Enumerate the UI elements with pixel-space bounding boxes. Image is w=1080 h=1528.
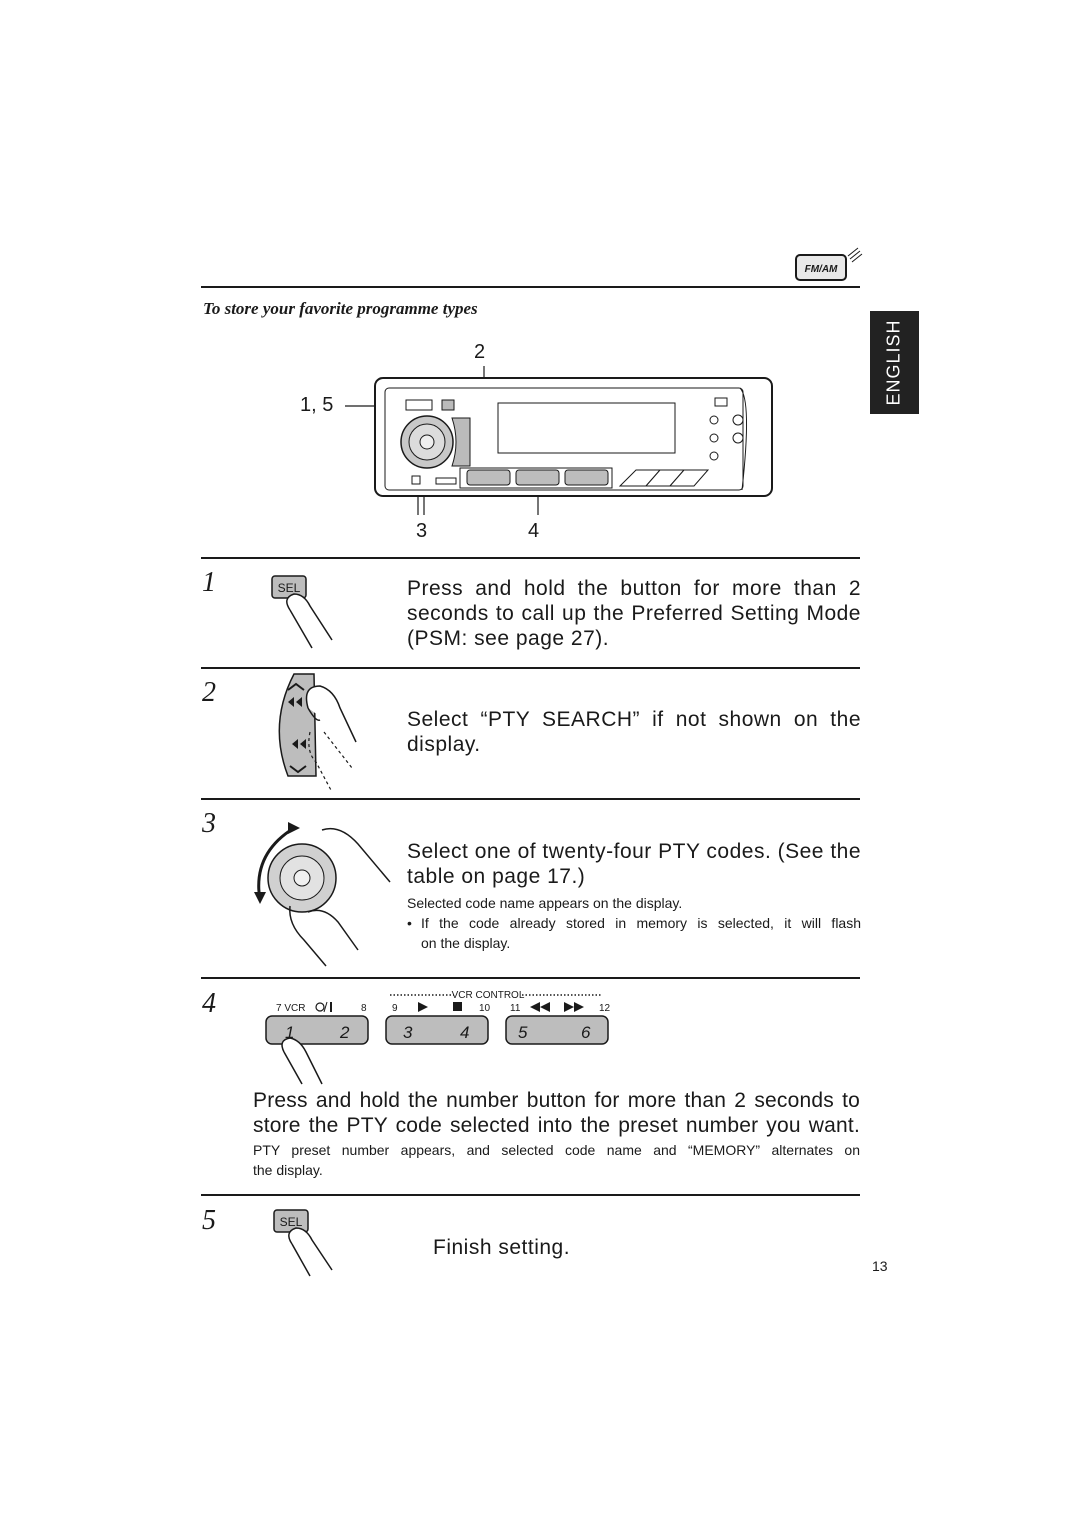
button-number-11: 11 bbox=[510, 1003, 521, 1014]
step-5-text: Finish setting. bbox=[433, 1236, 571, 1259]
step-3-bullet-line-2: on the display. bbox=[421, 935, 511, 951]
step-5-number: 5 bbox=[202, 1205, 216, 1236]
button-number-12: 12 bbox=[599, 1003, 611, 1014]
bullet-dot: • bbox=[407, 915, 412, 931]
step-3-rule bbox=[201, 798, 860, 800]
step-2-number: 2 bbox=[202, 677, 216, 708]
language-tab: ENGLISH bbox=[870, 311, 919, 414]
step-4-note-line-2: the display. bbox=[253, 1162, 323, 1178]
preset-label-3: 3 bbox=[403, 1023, 413, 1042]
step-4-line-2: store the PTY code selected into the pre… bbox=[253, 1114, 860, 1137]
preset-label-6: 6 bbox=[581, 1023, 591, 1042]
section-title: To store your favorite programme types bbox=[203, 299, 478, 318]
step-4-content: Press and hold the number button for mor… bbox=[253, 1088, 860, 1180]
callout-3: 3 bbox=[416, 520, 428, 542]
step-1-number: 1 bbox=[202, 567, 216, 598]
step-2-line-1: Select “PTY SEARCH” if not shown on the bbox=[407, 708, 861, 731]
preset-buttons-illustration: VCR CONTROL 7 VCR 8 9 10 11 12 1 2 3 4 5… bbox=[265, 990, 611, 1085]
step-3-bullet-text: If the code already stored in memory is … bbox=[421, 913, 861, 953]
preset-label-2: 2 bbox=[339, 1023, 350, 1042]
language-tab-label: ENGLISH bbox=[884, 319, 904, 406]
step-1-rule bbox=[201, 557, 860, 559]
callout-1-5: 1, 5 bbox=[300, 394, 334, 416]
button-number-8: 8 bbox=[361, 1003, 367, 1014]
step-4-rule bbox=[201, 977, 860, 979]
preset-label-5: 5 bbox=[518, 1023, 528, 1042]
front-panel-diagram bbox=[345, 366, 773, 515]
step-3-bullet-line-1: If the code already stored in memory is … bbox=[421, 915, 861, 931]
header-rule bbox=[201, 286, 860, 288]
vcr-control-label: VCR CONTROL bbox=[452, 990, 525, 1001]
button-number-10: 10 bbox=[479, 1003, 491, 1014]
callout-4: 4 bbox=[528, 520, 540, 542]
step-2-rule bbox=[201, 667, 860, 669]
preset-label-4: 4 bbox=[460, 1023, 469, 1042]
step-3-bullet: • If the code already stored in memory i… bbox=[407, 913, 861, 953]
sel-button-label: SEL bbox=[278, 581, 301, 595]
step-4-line-1: Press and hold the number button for mor… bbox=[253, 1089, 860, 1112]
step-4-number: 4 bbox=[202, 988, 216, 1019]
sel-button-press-illustration-step-5: SEL bbox=[273, 1209, 333, 1277]
step-2-line-2: display. bbox=[407, 733, 481, 756]
step-2-text: Select “PTY SEARCH” if not shown on the … bbox=[407, 707, 861, 757]
button-number-9: 9 bbox=[392, 1003, 398, 1014]
control-dial-turn-illustration bbox=[254, 822, 391, 967]
page-number: 13 bbox=[872, 1258, 888, 1274]
step-1-line-3: (PSM: see page 27). bbox=[407, 627, 610, 650]
callout-2: 2 bbox=[474, 341, 486, 363]
step-1-text: Press and hold the button for more than … bbox=[407, 576, 861, 651]
step-5-rule bbox=[201, 1194, 860, 1196]
preset-label-1: 1 bbox=[285, 1023, 294, 1042]
step-1-line-1: Press and hold the button for more than … bbox=[407, 577, 861, 600]
up-down-button-press-illustration bbox=[278, 673, 357, 793]
sel-button-press-illustration: SEL bbox=[271, 575, 333, 649]
fm-am-badge-text: FM/AM bbox=[805, 264, 838, 275]
step-3-note: Selected code name appears on the displa… bbox=[407, 895, 683, 911]
step-4-note-line-1: PTY preset number appears, and selected … bbox=[253, 1142, 860, 1158]
step-3-line-2: table on page 17.) bbox=[407, 865, 586, 888]
step-3-line-1: Select one of twenty-four PTY codes. (Se… bbox=[407, 840, 862, 863]
sel-button-label-step-5: SEL bbox=[280, 1215, 303, 1229]
fm-am-badge: FM/AM bbox=[795, 247, 863, 281]
step-3-content: Select one of twenty-four PTY codes. (Se… bbox=[407, 839, 861, 953]
step-1-line-2: seconds to call up the Preferred Setting… bbox=[407, 602, 861, 625]
button-number-7-vcr: 7 VCR bbox=[276, 1003, 305, 1014]
step-3-number: 3 bbox=[202, 808, 216, 839]
